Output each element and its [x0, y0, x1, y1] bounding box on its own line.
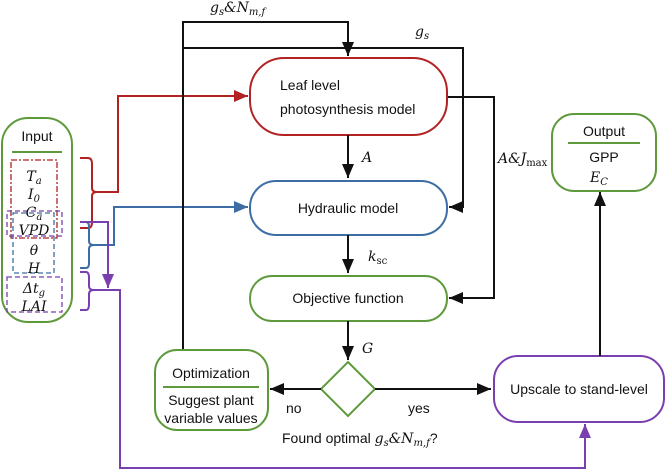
input-var: I0 — [27, 187, 41, 205]
decision-question: Found optimal gs&Nm,f? — [282, 430, 438, 449]
input-to-hydraulic-arrow — [94, 201, 248, 246]
input-var: Ta — [26, 169, 41, 187]
input-var: Δtg — [22, 281, 45, 299]
upscale-inputs-group — [6, 276, 63, 313]
hydraulic-inputs-group — [12, 212, 55, 274]
label-ksc: ksc — [368, 249, 388, 267]
input-to-leaf-arrow — [97, 90, 248, 193]
hydraulic-label: Hydraulic model — [298, 200, 398, 216]
input-var-sub: a — [36, 212, 42, 223]
input-var-base: LAI — [21, 299, 47, 315]
label-gs: gs — [415, 24, 429, 42]
label-a: A — [360, 150, 372, 166]
label-gs-nmf: gs&Nm,f — [210, 0, 267, 18]
decision-diamond — [319, 360, 377, 418]
upscale-node: Upscale to stand-level — [493, 355, 665, 423]
leaf-photosynthesis-node: Leaf level photosynthesis model — [249, 57, 448, 136]
leaf-label-1: Leaf level — [280, 77, 340, 93]
input-var-sub: 0 — [34, 194, 41, 205]
leaf-to-objective-arrow — [447, 96, 495, 304]
input-var-sub: a — [36, 176, 42, 187]
vpd-connector — [80, 221, 114, 288]
gs-to-hydraulic-arrow — [183, 47, 464, 213]
optimization-line-2: variable values — [164, 410, 257, 426]
hydraulic-model-node: Hydraulic model — [249, 180, 448, 236]
input-var: Ca — [26, 205, 43, 223]
label-yes: yes — [408, 400, 430, 416]
input-to-upscale-arrow — [94, 289, 591, 469]
input-var: VPD — [19, 223, 50, 239]
input-var-base: I — [27, 187, 34, 203]
input-var-sub: g — [39, 288, 45, 299]
label-a-jmax: A&Jmax — [496, 151, 548, 169]
optimization-title: Optimization — [172, 365, 250, 381]
objective-function-node: Objective function — [249, 275, 448, 322]
input-var-base: H — [27, 261, 41, 277]
photosynthesis-inputs-group — [10, 159, 58, 239]
input-var-base: θ — [30, 243, 39, 259]
input-var-base: C — [26, 205, 37, 221]
output-ec: EC — [589, 170, 608, 188]
red-brace — [80, 157, 98, 229]
leaf-label-2: photosynthesis model — [280, 101, 415, 117]
label-g: G — [362, 341, 373, 357]
input-var-base: Δt — [22, 281, 39, 297]
upscale-label: Upscale to stand-level — [510, 381, 648, 397]
input-title: Input — [21, 128, 52, 144]
input-var: LAI — [21, 299, 47, 315]
vpd-upscale-group — [6, 210, 63, 237]
label-no: no — [286, 400, 302, 416]
input-var: θ — [30, 243, 39, 259]
optimization-node: Optimization Suggest plant variable valu… — [154, 349, 269, 431]
input-var-base: VPD — [19, 223, 50, 239]
output-title: Output — [583, 123, 625, 139]
input-var-base: T — [26, 169, 37, 185]
purple-brace — [80, 271, 95, 311]
output-node: Output GPP EC — [551, 113, 657, 192]
input-var: H — [27, 261, 41, 277]
optimization-to-leaf-arrow — [182, 21, 354, 350]
objective-label: Objective function — [292, 290, 403, 306]
output-gpp: GPP — [589, 149, 619, 165]
optimization-line-1: Suggest plant — [168, 392, 254, 408]
